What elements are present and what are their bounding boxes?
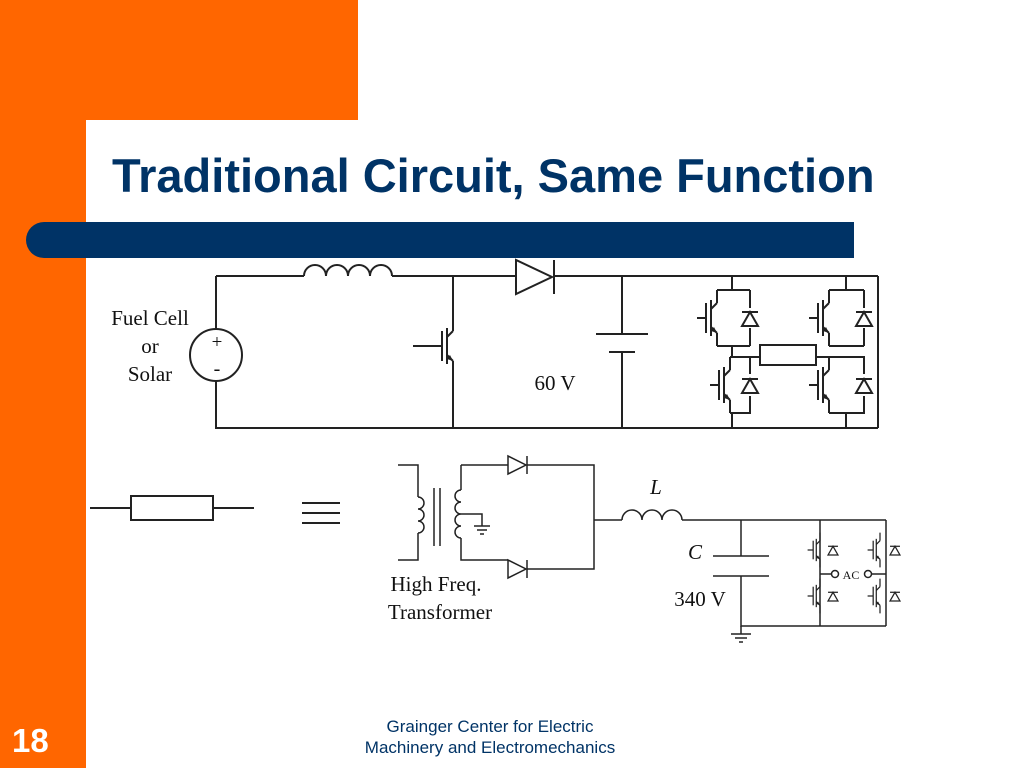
bus-voltage-340v: 340 V — [674, 587, 726, 611]
footer: Grainger Center for Electric Machinery a… — [300, 716, 680, 758]
load-resistor — [759, 344, 817, 366]
dc-source — [189, 328, 243, 382]
inductor-label: L — [649, 475, 662, 499]
boost-diode — [515, 258, 555, 296]
transformer-label-1: High Freq. — [391, 572, 482, 596]
equivalent-resistor — [130, 495, 214, 521]
slide-title: Traditional Circuit, Same Function — [112, 149, 875, 202]
top-circuit: Fuel Cell or Solar + - 60 V — [111, 258, 879, 429]
equivalent-symbol — [302, 502, 340, 524]
ac-label: AC — [843, 568, 860, 582]
ac-terminal-right — [863, 569, 873, 579]
source-label-1: Fuel Cell — [111, 306, 189, 330]
title-underline-bar — [26, 222, 854, 258]
output-inductor — [621, 509, 683, 521]
boost-inductor — [303, 264, 393, 277]
capacitor-label: C — [688, 540, 703, 564]
footer-line-2: Machinery and Electromechanics — [364, 738, 616, 757]
transformer-secondary — [454, 489, 462, 539]
transformer-primary — [417, 496, 425, 534]
ac-terminal-left — [830, 569, 840, 579]
source-label-3: Solar — [128, 362, 172, 386]
source-minus: - — [214, 358, 221, 380]
bottom-circuit: High Freq. Transformer L C 340 V AC — [388, 454, 901, 643]
page-number: 18 — [12, 722, 49, 759]
orange-side-bar — [0, 0, 86, 768]
footer-line-1: Grainger Center for Electric — [386, 717, 594, 736]
transformer-label-2: Transformer — [388, 600, 492, 624]
rectifier-diode-bottom — [507, 558, 528, 580]
rectifier-diode-top — [507, 454, 528, 476]
orange-top-block — [0, 0, 358, 120]
bus-voltage-60v: 60 V — [534, 371, 575, 395]
equivalence-section — [90, 495, 340, 524]
source-label-2: or — [141, 334, 159, 358]
source-plus: + — [212, 332, 223, 353]
